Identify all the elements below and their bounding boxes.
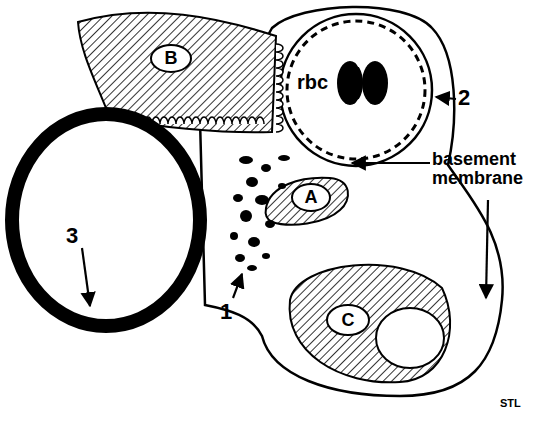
callout-number: 1	[220, 300, 232, 323]
callout-number: 2	[458, 86, 470, 109]
structure-label: STL	[500, 398, 521, 410]
nucleus-letter: B	[150, 44, 192, 73]
nucleus-oval: B	[150, 44, 192, 73]
nucleus-oval: C	[326, 304, 370, 336]
nucleus-letter: C	[326, 304, 370, 336]
structure-label: basement membrane	[432, 150, 532, 188]
nucleus-letter: A	[291, 183, 331, 212]
structure-label: rbc	[297, 72, 328, 93]
callout-number: 3	[66, 224, 78, 247]
nucleus-oval: A	[291, 183, 331, 212]
